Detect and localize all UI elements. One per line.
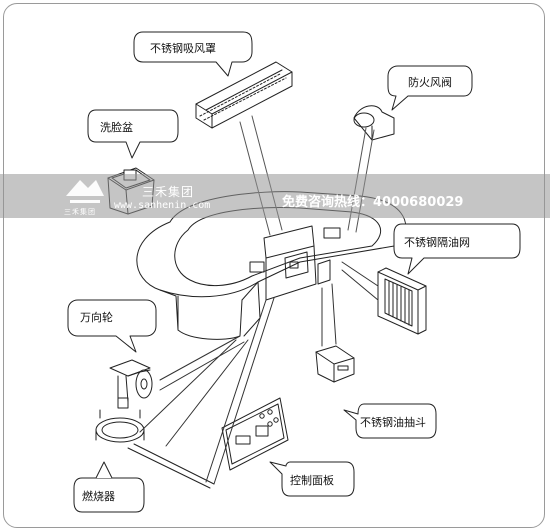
callout-caster [67,299,157,353]
brand-name-small: 三禾集团 [64,208,96,216]
label-oil-drawer: 不锈钢油抽斗 [360,416,426,429]
brand-url: www.sanhenin.com [114,200,211,211]
oil-drawer [315,345,355,383]
callout-control-panel [269,461,355,497]
callout-burner [73,461,145,513]
label-control-panel: 控制面板 [290,474,334,487]
callout-basin [87,109,179,159]
callout-damper [387,65,473,111]
callout-grease-filter [393,223,521,275]
outer-frame [3,3,545,528]
burner-unit [95,409,215,489]
label-burner: 燃烧器 [82,490,115,503]
callout-oil-drawer [343,403,437,439]
control-panel-unit [221,397,289,471]
brand-name: 三禾集团 [142,185,195,199]
control-housing [249,225,341,301]
label-wash-basin: 洗脸盆 [100,121,133,134]
label-caster-wheel: 万向轮 [80,311,113,324]
label-suction-hood: 不锈钢吸风罩 [150,42,216,55]
caster-wheel [109,359,153,409]
label-fire-damper: 防火风阀 [408,76,452,89]
label-grease-filter: 不锈钢隔油网 [404,236,470,249]
grease-filter [377,267,427,335]
leader-lines [139,261,379,485]
callout-hood [133,31,253,77]
hotline-text: 免费咨询热线：4000680029 [282,195,464,210]
